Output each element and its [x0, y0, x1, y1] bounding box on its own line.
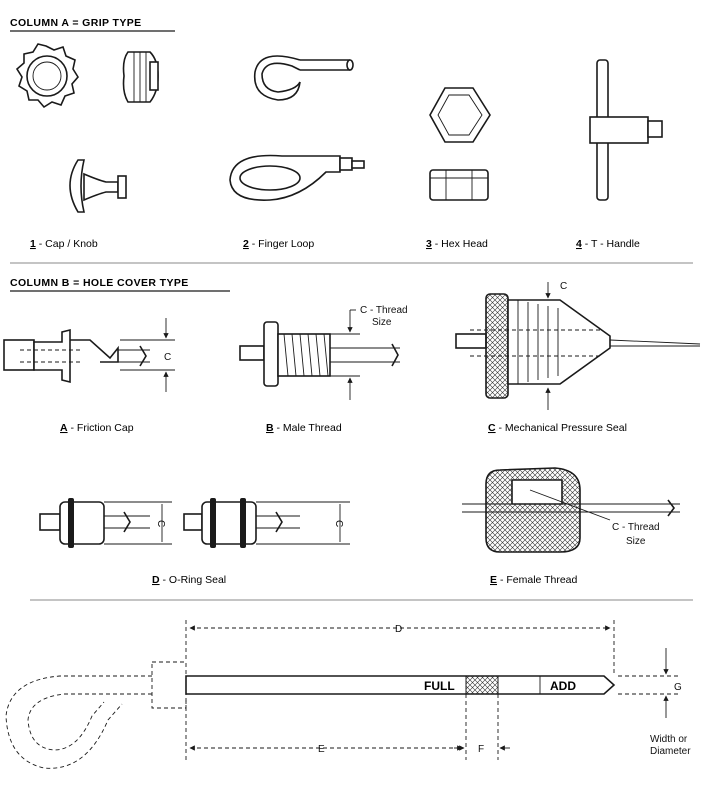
dim-g: G — [674, 682, 682, 693]
finger-loop-top-icon — [253, 55, 354, 101]
oring-1-dim-c: C — [155, 520, 166, 527]
dim-d: D — [395, 624, 402, 635]
knob-mushroom-icon — [69, 159, 127, 213]
add-mark-label: ADD — [550, 679, 576, 693]
female-thread-label-1: C - Thread — [612, 522, 660, 533]
dipstick-drawing — [5, 620, 680, 769]
female-thread-icon — [462, 467, 680, 553]
knob-front-icon — [15, 43, 79, 109]
female-thread-label-2: Size — [626, 536, 646, 547]
male-thread-icon — [239, 309, 400, 400]
oring-2-dim-c: C — [333, 520, 344, 527]
width-label-1: Width or — [650, 734, 688, 745]
dim-e: E — [318, 744, 325, 755]
friction-cap-dim-c: C — [164, 352, 171, 363]
knob-side-icon — [122, 51, 159, 103]
cover-d-label: D - O-Ring Seal — [152, 574, 226, 586]
male-thread-label-2: Size — [372, 317, 392, 328]
mechanical-seal-icon — [455, 282, 701, 410]
grip-4-label: 4 - T - Handle — [576, 238, 640, 250]
oring-seal-1-icon — [39, 498, 172, 548]
grip-3-label: 3 - Hex Head — [426, 238, 488, 250]
cover-a-label: A - Friction Cap — [60, 422, 134, 434]
hex-head-top-icon — [429, 87, 491, 143]
mech-seal-dim-c: C — [560, 281, 567, 292]
hex-head-side-icon — [429, 169, 489, 201]
male-thread-label-1: C - Thread — [360, 305, 408, 316]
grip-1-label: 1 - Cap / Knob — [30, 238, 98, 250]
full-mark-label: FULL — [424, 679, 455, 693]
cover-e-label: E - Female Thread — [490, 574, 578, 586]
finger-loop-bottom-icon — [229, 154, 365, 201]
cover-b-label: B - Male Thread — [266, 422, 342, 434]
width-label-2: Diameter — [650, 746, 691, 757]
grip-2-label: 2 - Finger Loop — [243, 238, 314, 250]
oring-seal-2-icon — [183, 498, 350, 548]
dim-f: F — [478, 744, 484, 755]
column-a-title: COLUMN A = GRIP TYPE — [10, 17, 142, 29]
t-handle-icon — [589, 59, 663, 201]
column-b-title: COLUMN B = HOLE COVER TYPE — [10, 277, 189, 289]
cover-c-label: C - Mechanical Pressure Seal — [488, 422, 627, 434]
friction-cap-icon — [3, 318, 175, 392]
